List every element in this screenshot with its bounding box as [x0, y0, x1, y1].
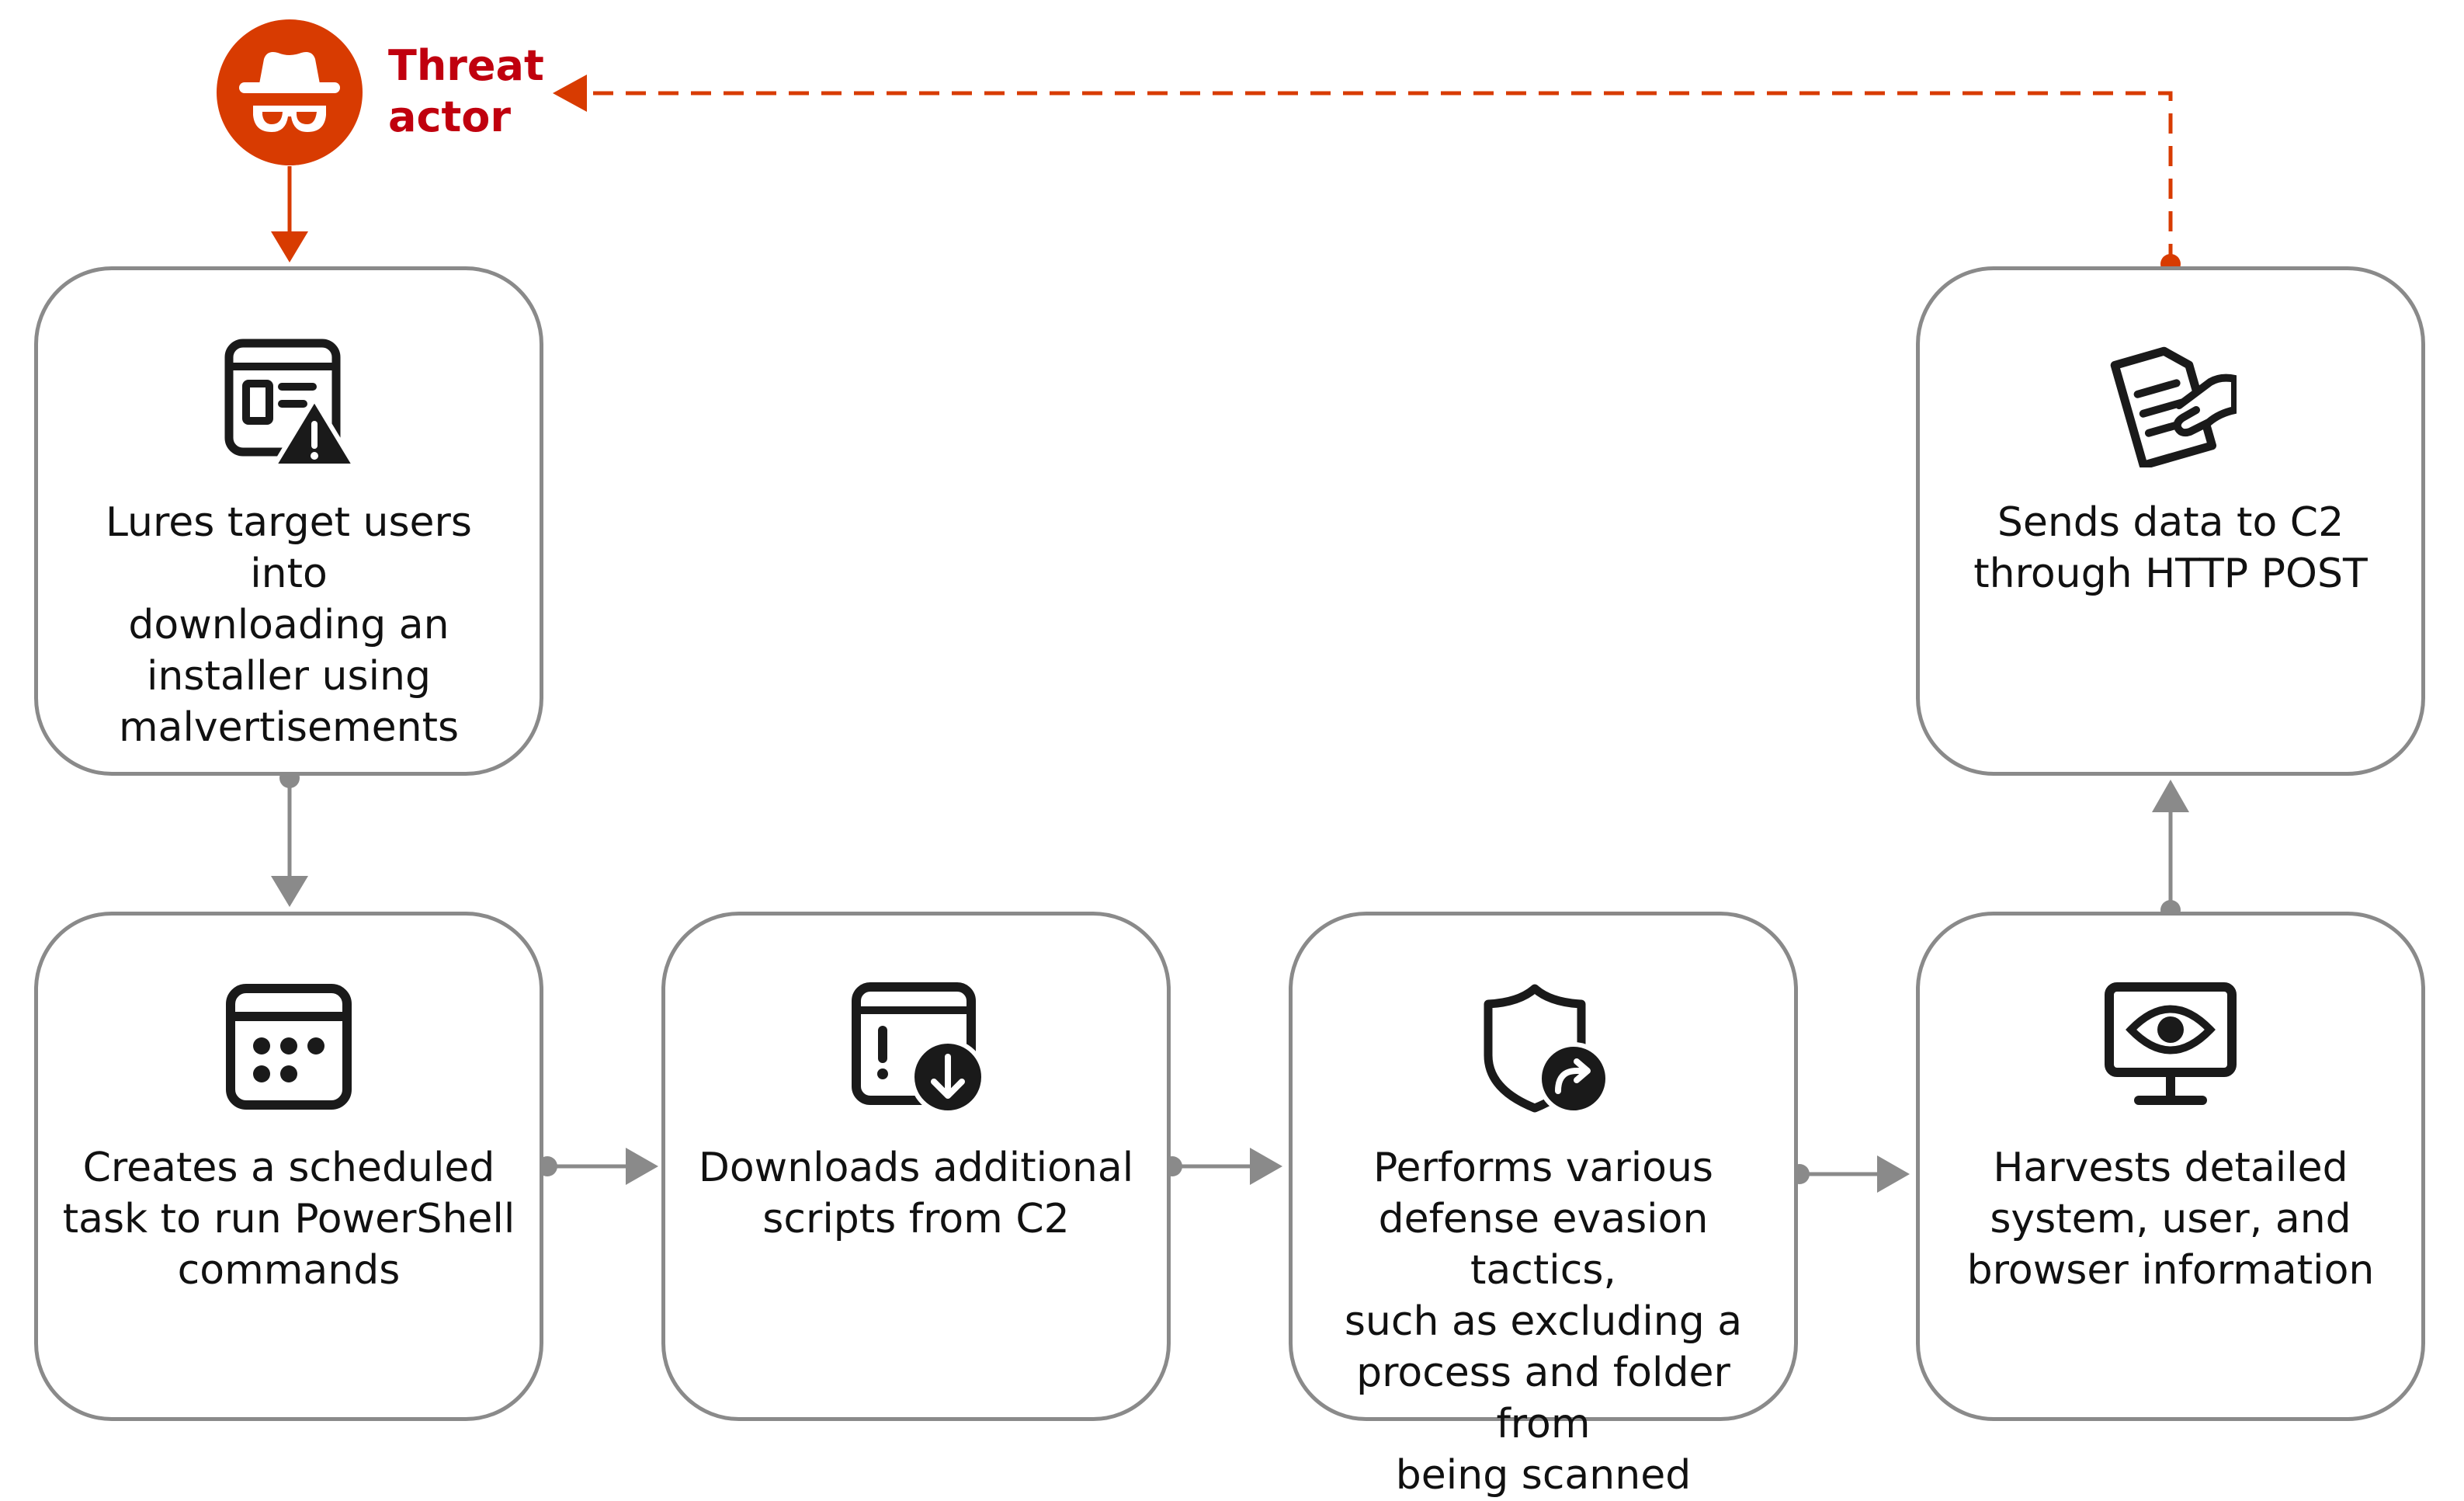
connector-schedule-to-download: [537, 1148, 658, 1185]
calendar-icon: [226, 984, 352, 1110]
threat-actor-icon: [217, 19, 363, 165]
step-evasion-label: Performs various defense evasion tactics…: [1344, 1145, 1743, 1499]
connector-exfil-to-actor: [553, 75, 2181, 274]
shield-arrow-icon: [1484, 984, 1609, 1113]
document-hand-icon: [2110, 346, 2237, 467]
step-lure: Lures target users into downloading an i…: [34, 266, 543, 776]
monitor-eye-icon: [2105, 982, 2237, 1105]
step-schedule-label: Creates a scheduled task to run PowerShe…: [62, 1145, 515, 1294]
connector-actor-to-lure: [271, 166, 308, 262]
step-harvest: Harvests detailed system, user, and brow…: [1916, 912, 2425, 1421]
connector-lure-to-schedule: [271, 768, 308, 907]
step-download: Downloads additional scripts from C2: [661, 912, 1171, 1421]
connector-download-to-evasion: [1162, 1148, 1282, 1185]
webpage-warning-icon: [224, 339, 355, 467]
connector-evasion-to-harvest: [1789, 1155, 1910, 1193]
window-download-icon: [852, 982, 982, 1113]
step-download-label: Downloads additional scripts from C2: [698, 1145, 1134, 1242]
threat-actor-label: Threat actor: [388, 41, 544, 141]
connector-harvest-to-exfil: [2152, 780, 2189, 920]
step-lure-label: Lures target users into downloading an i…: [105, 499, 472, 751]
step-exfil-label: Sends data to C2 through HTTP POST: [1973, 499, 2368, 597]
step-schedule: Creates a scheduled task to run PowerShe…: [34, 912, 543, 1421]
step-exfil: Sends data to C2 through HTTP POST: [1916, 266, 2425, 776]
step-harvest-label: Harvests detailed system, user, and brow…: [1966, 1145, 2375, 1294]
step-evasion: Performs various defense evasion tactics…: [1289, 912, 1798, 1499]
